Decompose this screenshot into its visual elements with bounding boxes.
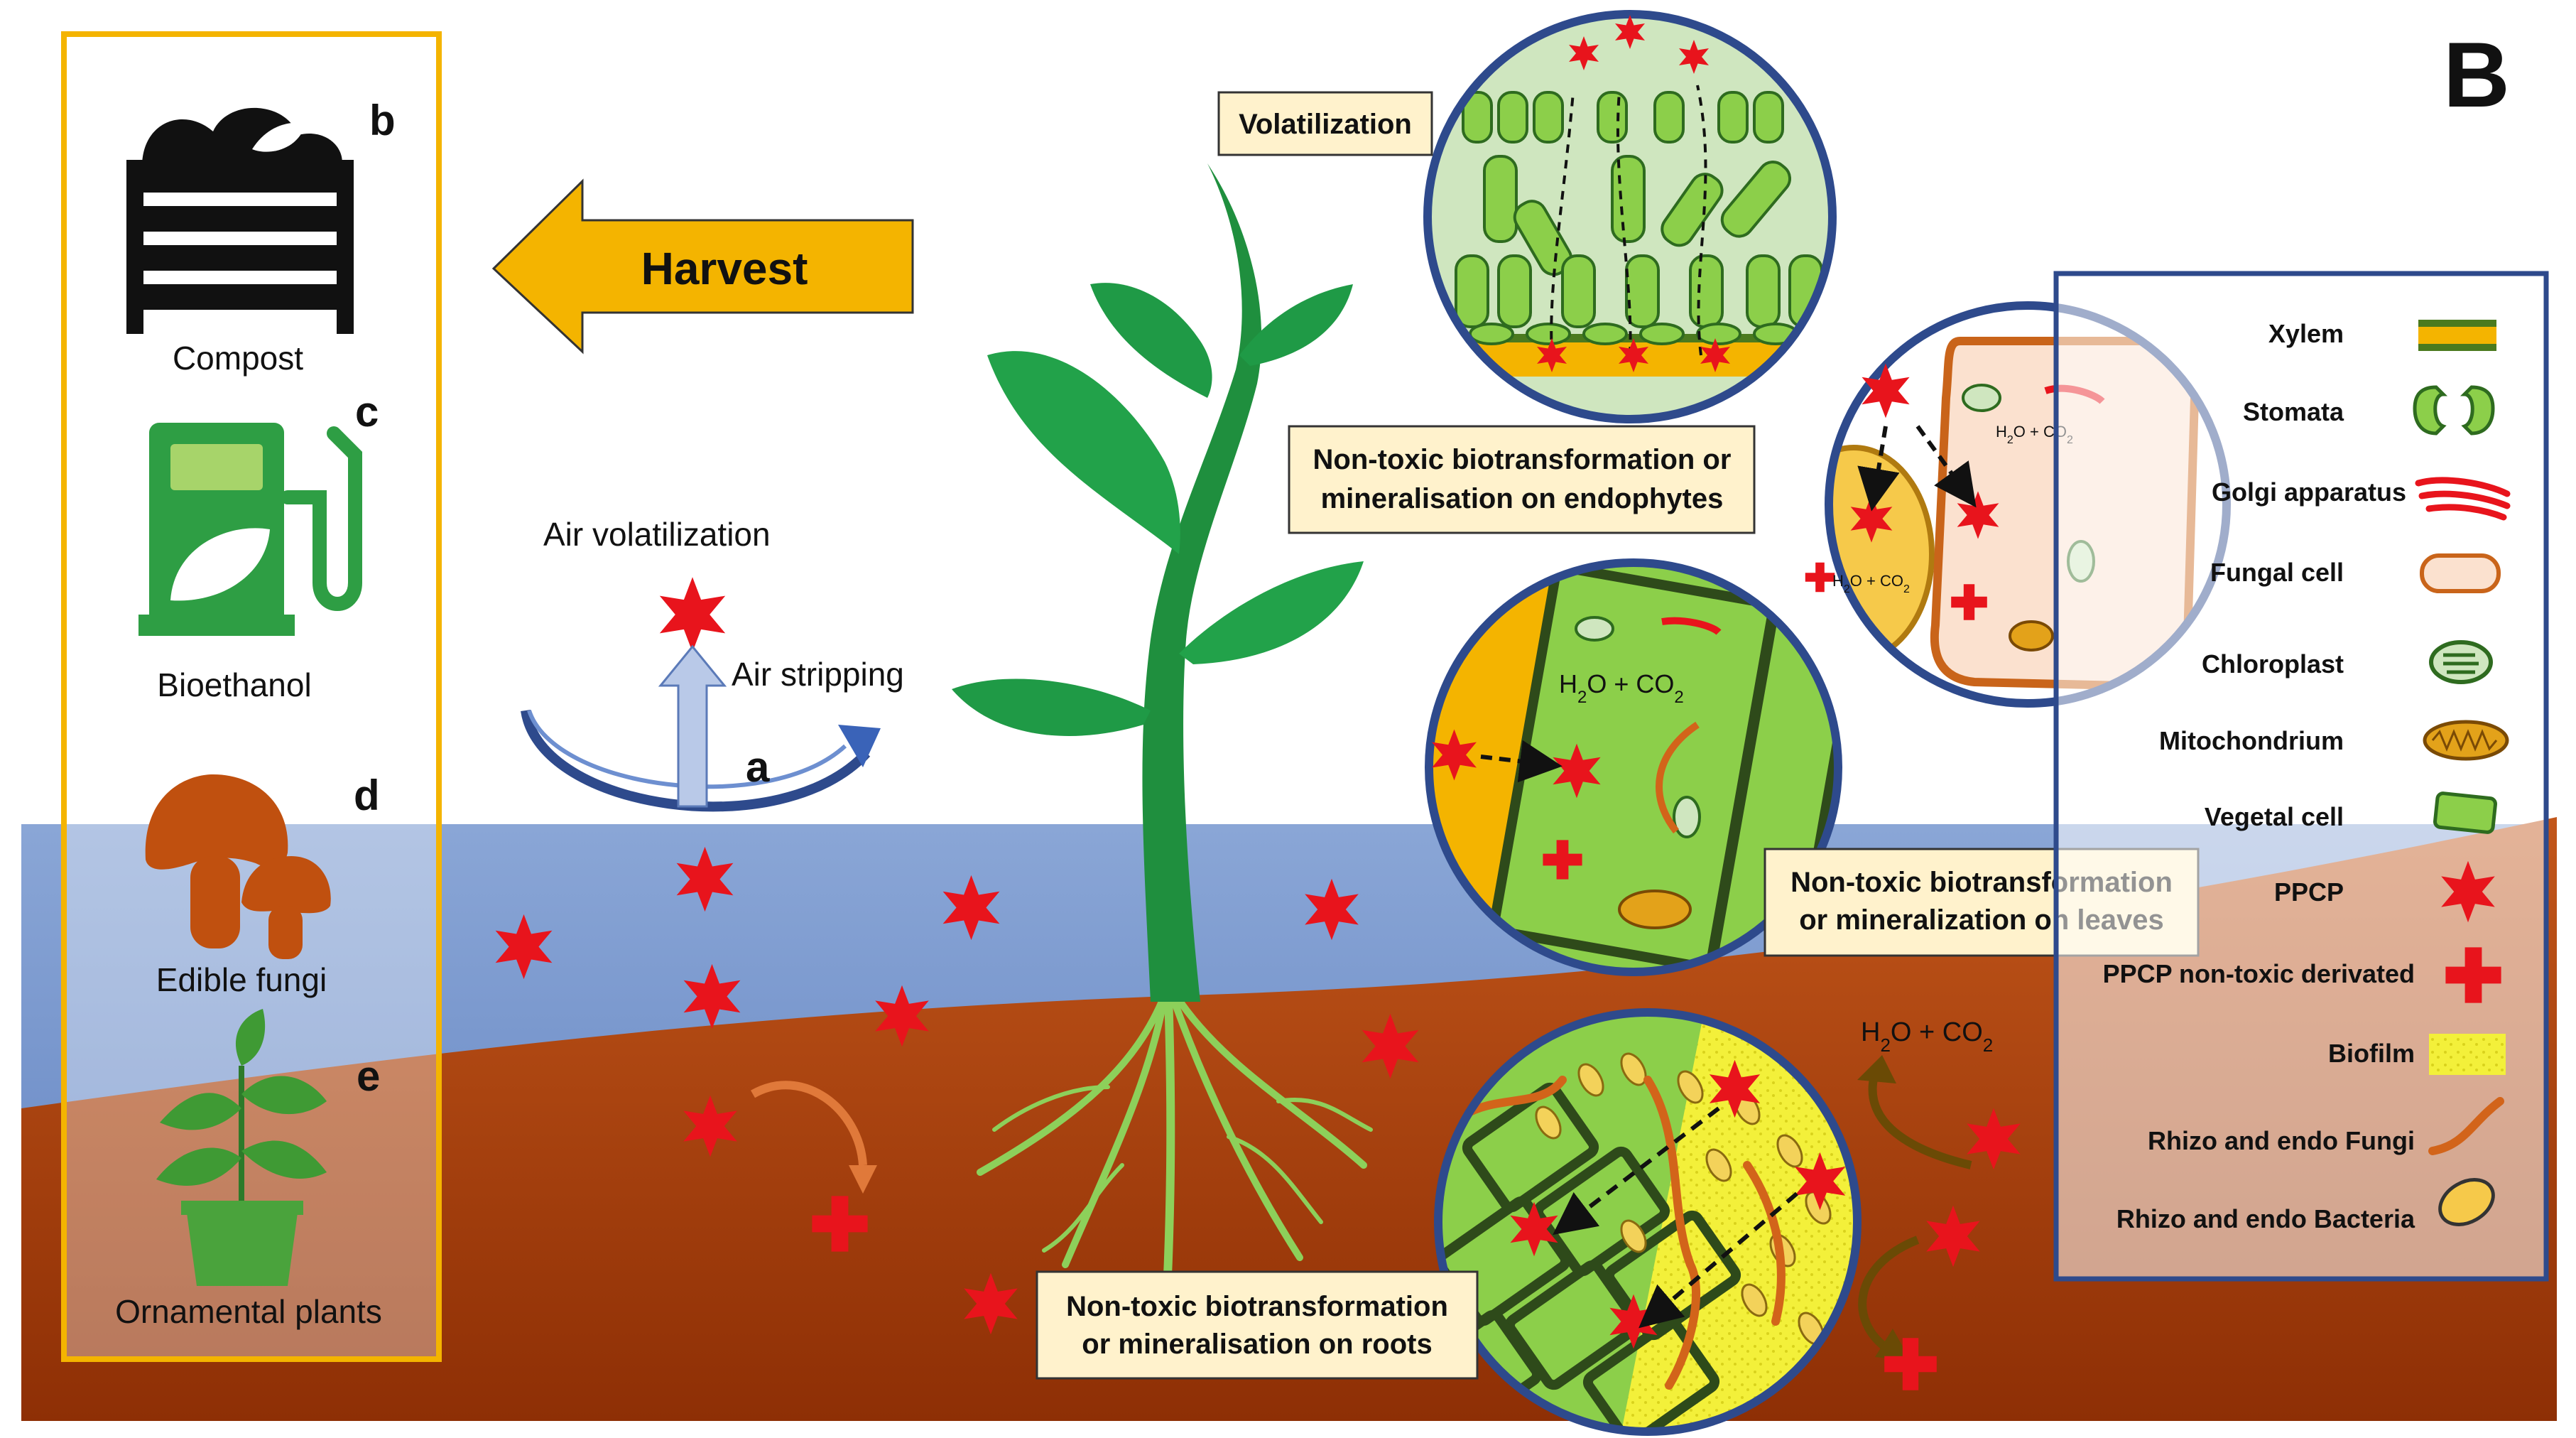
legend-item-rhizo-fungi: Rhizo and endo Fungi — [2148, 1097, 2504, 1155]
chloroplast-icon — [2429, 640, 2493, 684]
air-letter-a: a — [746, 743, 770, 791]
fuel-pump-icon — [138, 423, 362, 636]
potted-plant-icon — [156, 1009, 327, 1286]
mushroom-icon — [145, 774, 331, 959]
callout-endophytes-line1: Non-toxic biotransformation or — [1313, 444, 1732, 475]
harvest-label-ornamental-plants: Ornamental plants — [115, 1293, 382, 1330]
svg-text:Rhizo and endo Fungi: Rhizo and endo Fungi — [2148, 1126, 2415, 1155]
legend-panel: Xylem Stomata Golgi apparatus Funga — [2053, 271, 2549, 1282]
ppcp-star — [659, 577, 726, 652]
legend-item-xylem: Xylem — [2268, 319, 2496, 351]
callout-volatilization-text: Volatilization — [1239, 109, 1412, 140]
stomata-icon — [2413, 385, 2495, 436]
fungal-cell-icon — [2420, 553, 2501, 593]
callout-endophytes: Non-toxic biotransformation or mineralis… — [1288, 425, 1756, 534]
air-stripping-up-arrow — [658, 644, 727, 808]
fungi-hypha-icon — [2428, 1097, 2504, 1155]
panel-letter: B — [2443, 23, 2510, 126]
legend-item-chloroplast: Chloroplast — [2202, 640, 2493, 684]
volatilization-inset — [1423, 10, 1837, 423]
svg-text:PPCP non-toxic derivated: PPCP non-toxic derivated — [2103, 959, 2415, 988]
svg-text:Vegetal cell: Vegetal cell — [2205, 802, 2344, 831]
harvest-label-edible-fungi: Edible fungi — [156, 961, 327, 998]
legend-item-golgi: Golgi apparatus — [2212, 477, 2511, 521]
biofilm-icon — [2429, 1034, 2506, 1075]
scattered-ppcp — [495, 846, 1419, 1335]
legend-item-ppcp: PPCP — [2274, 860, 2495, 923]
air-process: Air volatilization Air stripping a — [521, 516, 904, 812]
legend-item-fungal-cell: Fungal cell — [2210, 553, 2501, 593]
legend-item-vegetal-cell: Vegetal cell — [2205, 791, 2497, 834]
compost-icon — [126, 107, 354, 334]
plant — [952, 163, 1373, 1340]
golgi-icon — [2415, 477, 2511, 521]
svg-text:Mitochondrium: Mitochondrium — [2159, 726, 2344, 755]
xylem-icon — [2418, 320, 2496, 351]
callout-roots-line2: or mineralisation on roots — [1082, 1329, 1432, 1360]
air-stripping-label: Air stripping — [732, 656, 904, 693]
harvest-letter-c: c — [355, 388, 379, 436]
harvest-letter-d: d — [354, 772, 380, 819]
callout-roots: Non-toxic biotransformation or mineralis… — [1036, 1270, 1479, 1380]
harvest-letter-e: e — [357, 1052, 380, 1100]
air-volatilization-label: Air volatilization — [543, 516, 771, 553]
harvest-letter-b: b — [369, 97, 396, 144]
svg-text:Xylem: Xylem — [2268, 319, 2344, 348]
soil-layer — [21, 817, 2557, 1421]
legend-item-rhizo-bacteria: Rhizo and endo Bacteria — [2116, 1178, 2495, 1233]
bacteria-icon — [2438, 1178, 2495, 1226]
mitochondrium-icon — [2423, 720, 2509, 761]
svg-text:PPCP: PPCP — [2274, 877, 2344, 907]
svg-text:Biofilm: Biofilm — [2328, 1039, 2415, 1068]
svg-text:Golgi apparatus: Golgi apparatus — [2212, 477, 2406, 507]
roots-inset — [1434, 1008, 1862, 1436]
harvest-arrow-label: Harvest — [641, 243, 808, 294]
harvest-arrow: Harvest — [491, 178, 914, 355]
svg-text:Fungal cell: Fungal cell — [2210, 558, 2344, 587]
svg-text:Rhizo and endo Bacteria: Rhizo and endo Bacteria — [2116, 1204, 2415, 1233]
leaves-inset: H2O + CO2 — [1425, 558, 1842, 976]
legend-item-mitochondrium: Mitochondrium — [2159, 720, 2509, 761]
callout-endophytes-line2: mineralisation on endophytes — [1321, 483, 1724, 514]
legend-item-stomata: Stomata — [2243, 385, 2495, 436]
callout-roots-line1: Non-toxic biotransformation — [1066, 1291, 1448, 1322]
legend-item-biofilm: Biofilm — [2328, 1034, 2506, 1075]
svg-text:Stomata: Stomata — [2243, 397, 2344, 426]
callout-volatilization: Volatilization — [1217, 91, 1433, 156]
harvest-label-bioethanol: Bioethanol — [157, 666, 311, 703]
legend-item-ppcp-derivated: PPCP non-toxic derivated — [2103, 947, 2501, 1003]
harvest-label-compost: Compost — [173, 340, 303, 377]
harvest-uses-box: b Compost c Bioethanol d Edible fungi — [61, 31, 442, 1362]
vegetal-cell-icon — [2433, 791, 2497, 834]
svg-text:Chloroplast: Chloroplast — [2202, 649, 2344, 679]
